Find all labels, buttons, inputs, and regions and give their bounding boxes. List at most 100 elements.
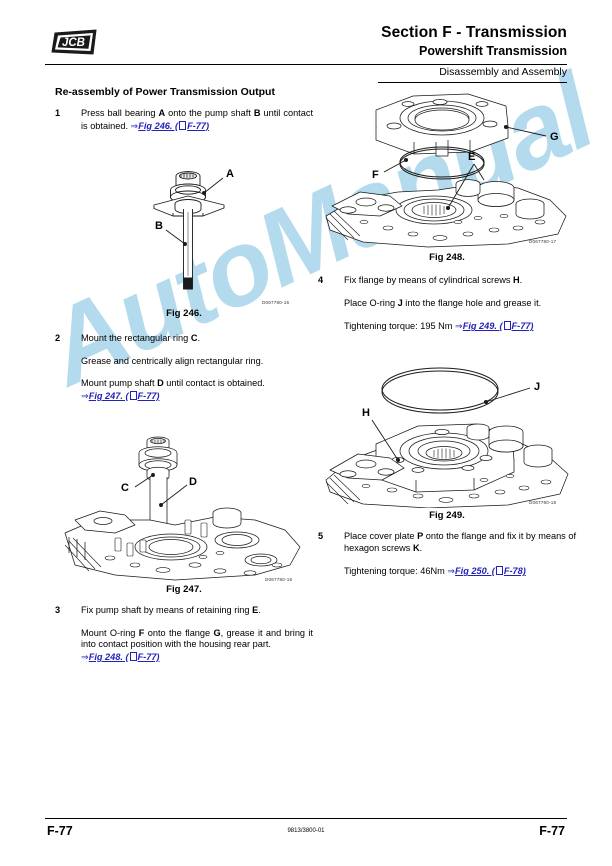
xref-link-fig250[interactable]: Fig 250. ( F-78) (455, 566, 526, 576)
text-fragment: onto the flange (144, 627, 214, 638)
part-ref-g: G (213, 627, 221, 638)
torque-value: Tightening torque: 195 Nm (344, 321, 455, 332)
page-icon (495, 566, 503, 576)
step-4-text-1: Fix flange by means of cylindrical screw… (344, 275, 576, 287)
step-2-xref: ⇒Fig 247. ( F-77) (81, 390, 313, 403)
text-fragment: . (258, 605, 261, 615)
text-fragment: Fix pump shaft by means of retaining rin… (81, 605, 253, 615)
step-3: 3 Fix pump shaft by means of retaining r… (55, 605, 313, 663)
step-3-text-1: Fix pump shaft by means of retaining rin… (81, 605, 313, 617)
text-fragment: . (419, 542, 423, 553)
callout-f-label: F (372, 169, 379, 181)
step-2-text-3: Mount pump shaft D until contact is obta… (81, 378, 313, 390)
step-5: 5 Place cover plate P onto the flange an… (318, 531, 576, 578)
step-3-number: 3 (55, 605, 61, 615)
xref-label: Fig 246. ( (138, 120, 179, 131)
part-ref-f: F (138, 627, 145, 638)
step-5-text-1: Place cover plate P onto the flange and … (344, 531, 576, 554)
step-4-number: 4 (318, 275, 324, 285)
footer-page-right: F-77 (539, 824, 565, 838)
callout-j-label: J (534, 381, 540, 393)
footer-doc-number: 9813/3800-01 (287, 828, 325, 834)
figure-249-code: D067780-18 (529, 500, 557, 505)
text-fragment: , grease it and bring it into contact po… (81, 627, 313, 650)
callout-e-label: E (468, 151, 475, 163)
torque-value: Tightening torque: 46Nm (344, 566, 448, 577)
step-1: 1 Press ball bearing A onto the pump sha… (55, 108, 313, 132)
page-title: Section F - Transmission (381, 24, 567, 41)
figure-247-caption: Fig 247. (166, 584, 202, 595)
xref-arrow-icon: ⇒ (447, 566, 456, 577)
callout-d-label: D (189, 476, 197, 488)
part-ref-p: P (417, 531, 424, 541)
xref-label: Fig 250. ( (455, 566, 495, 577)
step-4-text-2: Place O-ring J into the flange hole and … (344, 298, 576, 310)
xref-arrow-icon: ⇒ (81, 651, 89, 662)
figure-249-caption: Fig 249. (429, 510, 465, 521)
header-titles: Section F - Transmission Powershift Tran… (381, 24, 567, 59)
text-fragment: Mount the rectangular ring (81, 333, 191, 343)
xref-arrow-icon: ⇒ (130, 120, 139, 131)
svg-text:JCB: JCB (62, 37, 85, 49)
page-icon (129, 651, 137, 661)
step-3-xref: ⇒Fig 248. ( F-77) (81, 651, 313, 664)
xref-link-fig249[interactable]: Fig 249. ( F-77) (462, 321, 534, 332)
figure-248-illustration: G F E (318, 88, 576, 253)
text-fragment: until contact is obtained. (81, 108, 313, 131)
xref-page: F-77) (511, 321, 534, 332)
part-ref-d: D (157, 378, 164, 389)
footer-rule (45, 818, 567, 819)
xref-label: Fig 249. ( (462, 321, 503, 332)
text-fragment: into the flange hole and grease it. (402, 297, 542, 308)
text-fragment: Fix flange by means of cylindrical screw… (344, 275, 514, 285)
jcb-logo: JCB (51, 29, 97, 56)
figure-246-illustration: A B (140, 160, 250, 300)
xref-link-fig248[interactable]: Fig 248. ( F-77) (88, 651, 160, 662)
text-fragment: Press ball bearing (81, 108, 159, 118)
figure-247-code: D067780-16 (265, 577, 293, 582)
step-1-number: 1 (55, 108, 61, 118)
xref-arrow-icon: ⇒ (81, 390, 89, 401)
header-rule-secondary (378, 82, 567, 83)
xref-link-fig246[interactable]: Fig 246. ( F-77) (138, 120, 210, 131)
text-fragment: until contact is obtained. (163, 378, 265, 389)
text-fragment: . (197, 333, 201, 343)
step-1-text: Press ball bearing A onto the pump shaft… (81, 108, 313, 132)
xref-label: Fig 248. ( (88, 651, 129, 662)
step-4-text-3: Tightening torque: 195 Nm ⇒Fig 249. ( F-7… (344, 320, 576, 333)
xref-page: F-77) (137, 390, 160, 401)
figure-246-code: D067780-15 (262, 300, 290, 305)
header-right-note: Disassembly and Assembly (439, 66, 567, 78)
page-icon (129, 390, 137, 400)
part-ref-c: C (190, 333, 198, 343)
figure-248-code: D067780-17 (529, 239, 557, 244)
text-fragment: . (519, 275, 523, 285)
part-ref-j: J (397, 297, 403, 308)
callout-c-label: C (121, 482, 129, 494)
callout-a-label: A (226, 168, 234, 180)
xref-link-fig247[interactable]: Fig 247. ( F-77) (88, 390, 160, 401)
step-3-text-2: Mount O-ring F onto the flange G, grease… (81, 628, 313, 651)
xref-page: F-78) (503, 566, 526, 577)
callout-h-label: H (362, 407, 370, 419)
part-ref-a: A (158, 108, 166, 118)
step-5-number: 5 (318, 531, 324, 541)
text-fragment: Mount O-ring (81, 627, 139, 638)
text-fragment: onto the pump shaft (165, 108, 254, 118)
xref-label: Fig 247. ( (88, 390, 129, 401)
figure-249-illustration: J H (318, 348, 576, 513)
page-icon (179, 120, 187, 130)
step-2-text-2: Grease and centrically align rectangular… (81, 355, 264, 366)
step-2-number: 2 (55, 333, 61, 343)
page-icon (503, 321, 511, 331)
callout-b-label: B (155, 220, 163, 232)
text-fragment: Mount pump shaft (81, 378, 158, 389)
callout-g-label: G (550, 131, 559, 143)
xref-page: F-77) (137, 651, 160, 662)
text-fragment: onto the flange and fix it by means of h… (344, 531, 576, 553)
xref-page: F-77) (187, 120, 210, 131)
figure-247-illustration: C D (55, 425, 313, 600)
xref-arrow-icon: ⇒ (455, 321, 463, 332)
step-2-text-1: Mount the rectangular ring C. (81, 333, 313, 345)
figure-246-caption: Fig 246. (166, 308, 202, 319)
